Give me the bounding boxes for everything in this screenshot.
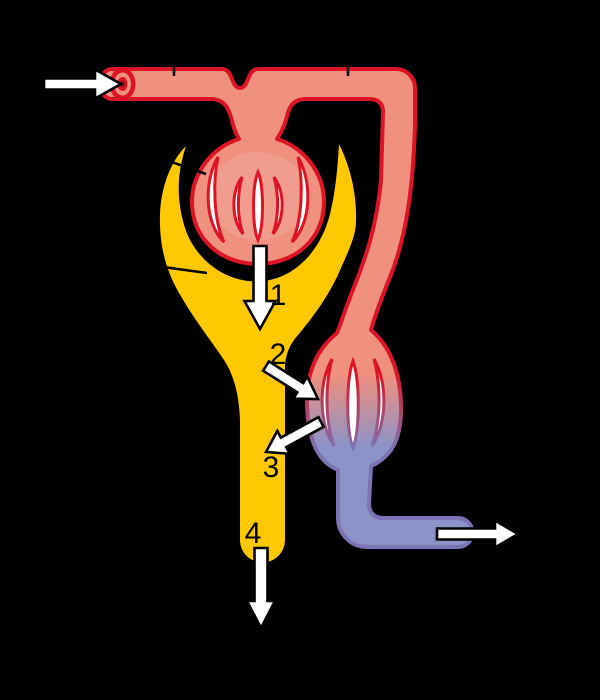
flow-arrows [42,67,521,631]
capillary-slit [252,168,264,244]
step-4-excretion-arrow [244,546,278,631]
step-labels: 1 2 3 4 [245,279,287,550]
capillary-slit [290,156,310,244]
label-leader-line [139,149,207,176]
capillary-slit [206,156,226,244]
step-2-label: 2 [270,338,287,371]
step-2-arrow [261,359,321,401]
label-leader-lines [139,57,350,275]
capillary-slit [320,358,336,447]
blood-outflow-arrow [435,518,521,550]
step-1-label: 1 [270,279,287,312]
step-1-filtration-arrow [242,244,278,332]
bowmans-capsule-and-renal-tubule [159,144,357,563]
capillary-slit [346,356,360,453]
glomerulus-capillary-slits [206,156,310,244]
label-leader-line [140,262,208,275]
capillary-slit [271,176,284,235]
blood-inflow-arrow [42,67,124,101]
capillary-slit [370,358,386,447]
step-3-label: 3 [263,451,280,484]
step-3-arrow [263,415,326,456]
peritubular-capillary-slits [320,356,386,453]
capillary-slit [232,176,245,235]
step-4-label: 4 [245,517,262,550]
